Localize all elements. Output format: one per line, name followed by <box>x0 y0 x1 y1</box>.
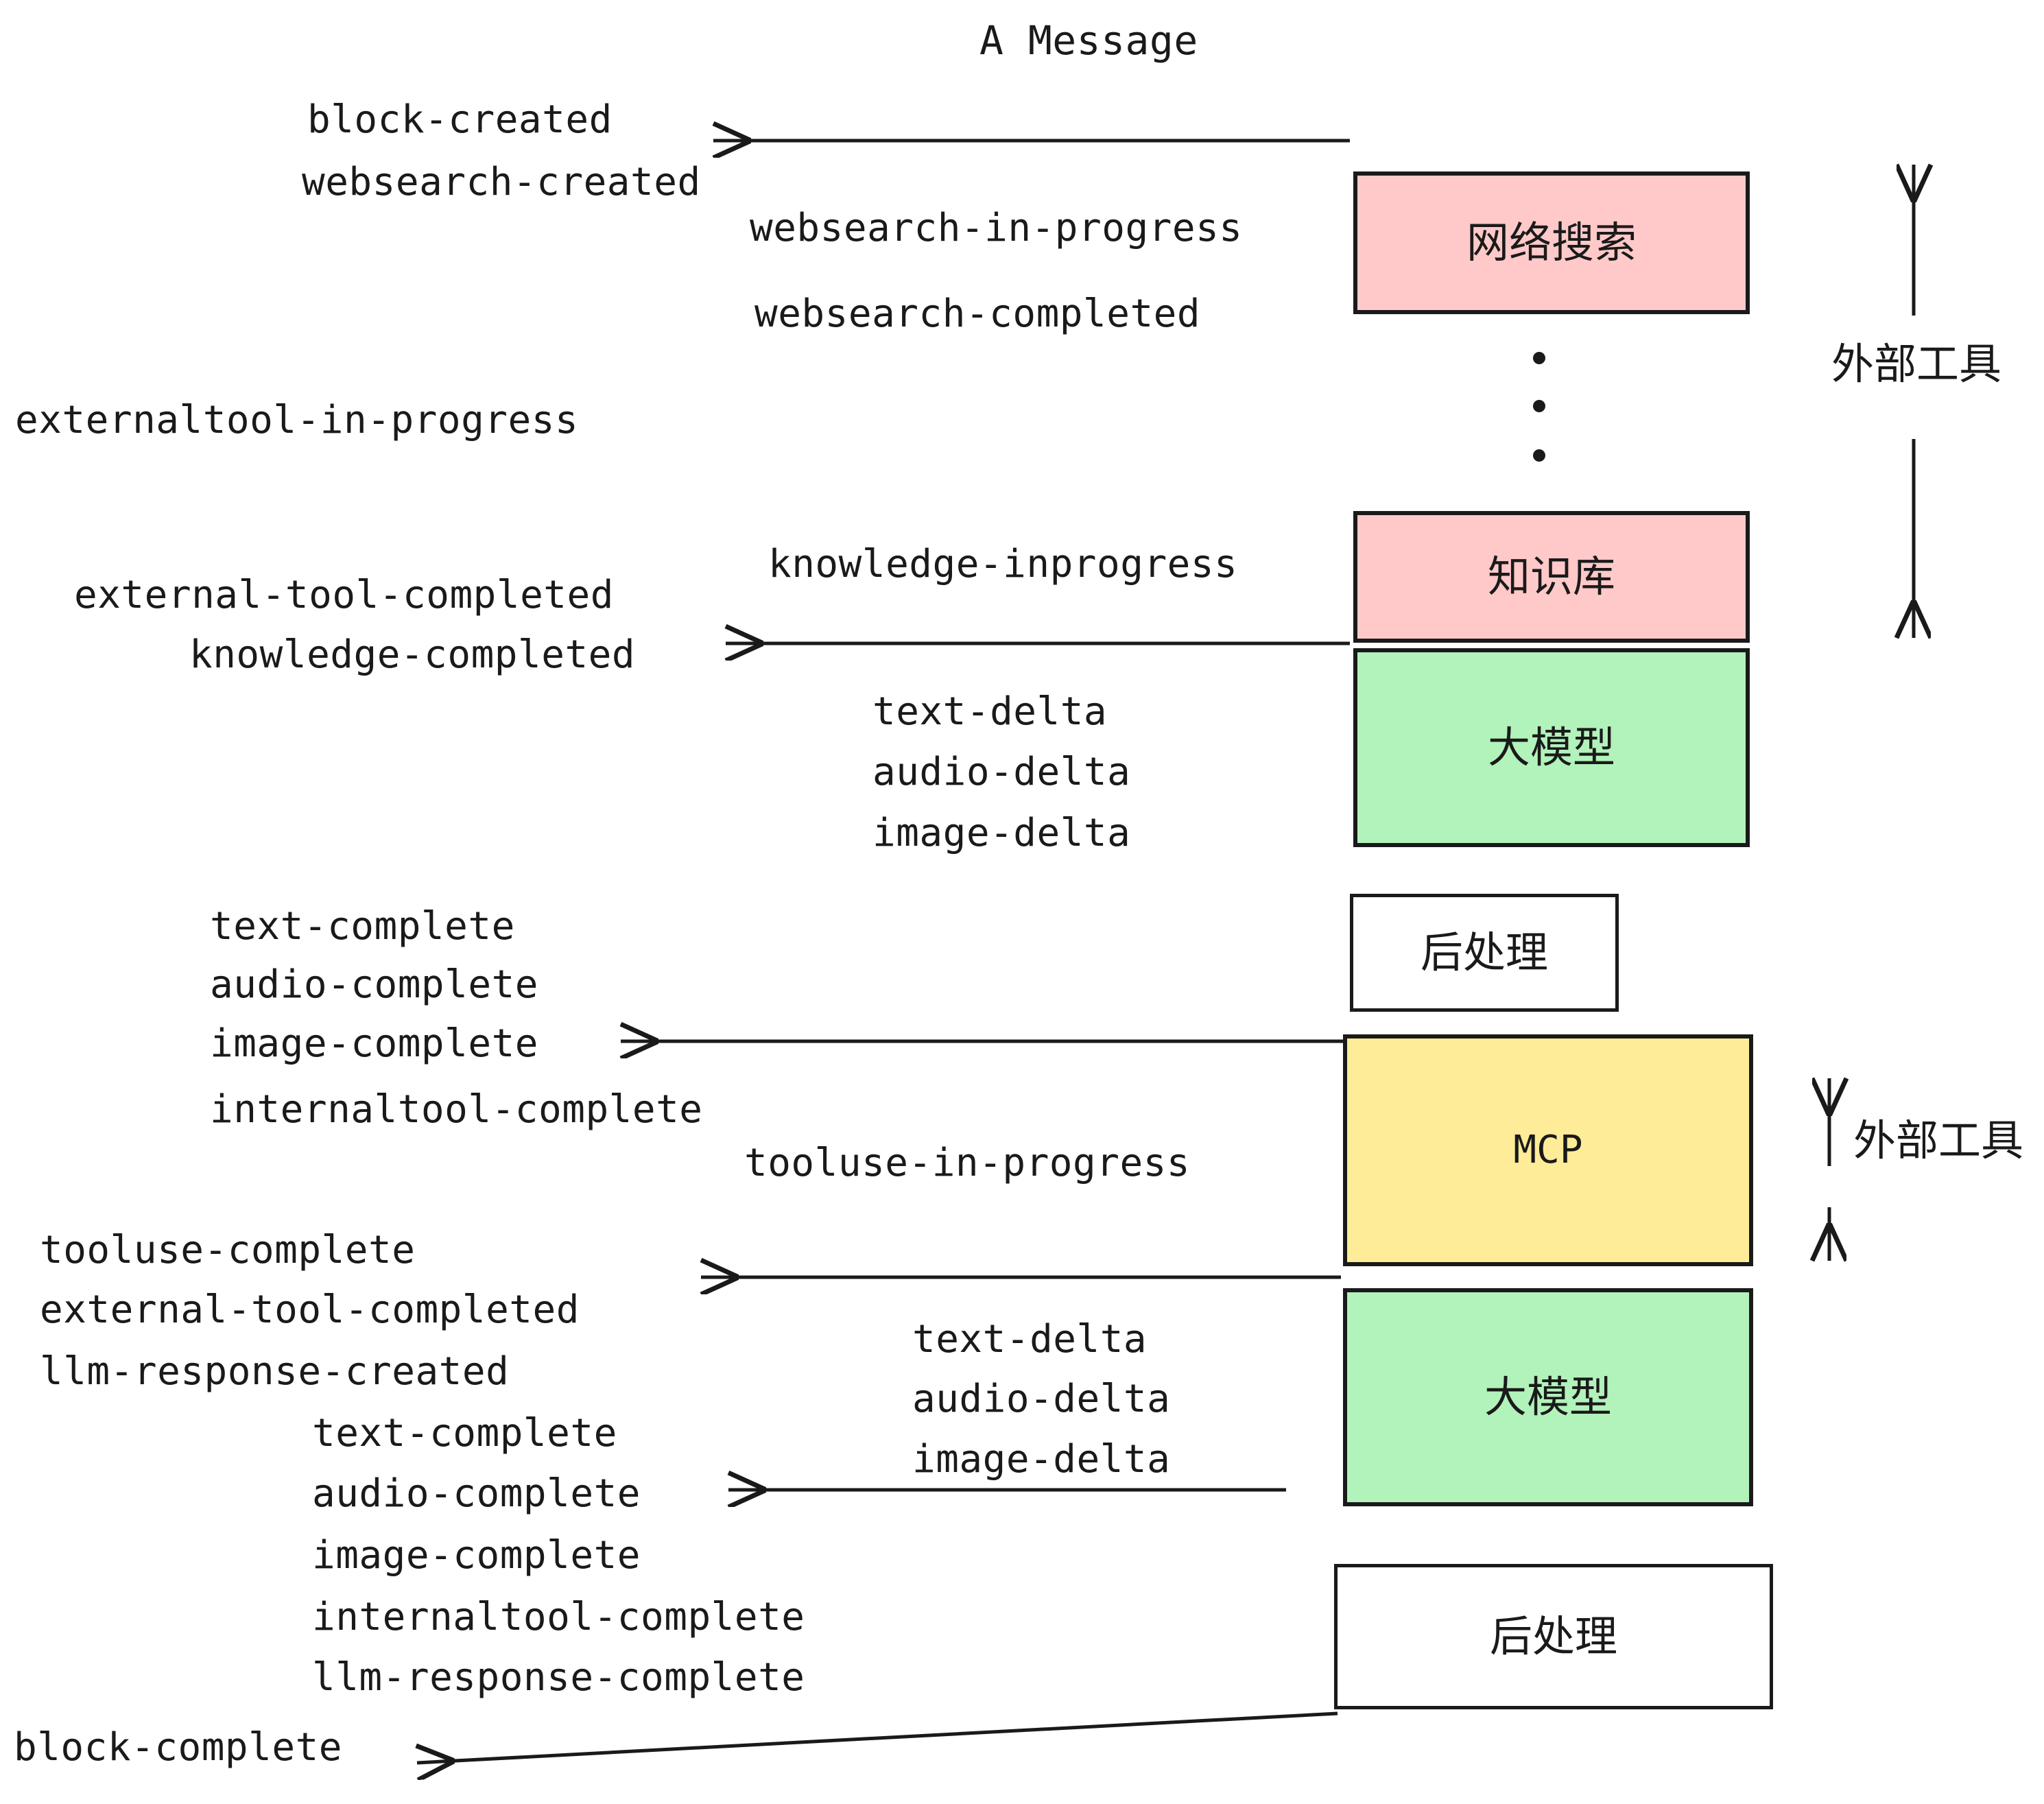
event-knowledge-completed: knowledge-completed <box>189 632 636 677</box>
event-text-complete-2: text-complete <box>312 1411 617 1456</box>
ellipsis-dot-1 <box>1533 352 1545 364</box>
event-audio-complete-2: audio-complete <box>312 1471 641 1516</box>
event-audio-delta-1: audio-delta <box>872 750 1131 794</box>
event-llm-response-complete: llm-response-complete <box>312 1655 805 1700</box>
event-block-complete: block-complete <box>14 1725 343 1770</box>
event-image-delta-1: image-delta <box>872 811 1131 855</box>
event-websearch-in-progress: websearch-in-progress <box>750 206 1243 250</box>
arrow-post2-to-block-complete <box>417 1711 1338 1763</box>
event-image-delta-2: image-delta <box>912 1437 1171 1482</box>
box-websearch-label: 网络搜索 <box>1466 217 1637 268</box>
event-image-complete-1: image-complete <box>210 1021 539 1066</box>
event-knowledge-inprogress: knowledge-inprogress <box>768 542 1238 586</box>
event-text-delta-1: text-delta <box>872 689 1108 734</box>
event-internaltool-complete-1: internaltool-complete <box>210 1087 703 1132</box>
event-audio-complete-1: audio-complete <box>210 962 539 1007</box>
event-external-tool-completed-2: external-tool-completed <box>40 1287 580 1332</box>
side-label-external-tools-top: 外部工具 <box>1831 339 2002 389</box>
box-mcp-label: MCP <box>1513 1128 1583 1172</box>
event-image-complete-2: image-complete <box>312 1533 641 1578</box>
event-text-complete-1: text-complete <box>210 904 515 949</box>
box-knowledge[interactable]: 知识库 <box>1353 511 1750 643</box>
box-postprocess-1[interactable]: 后处理 <box>1350 894 1619 1012</box>
event-block-created: block-created <box>307 97 613 142</box>
event-websearch-completed: websearch-completed <box>754 292 1201 336</box>
event-tooluse-in-progress: tooluse-in-progress <box>744 1141 1191 1185</box>
ellipsis-dot-3 <box>1533 449 1545 462</box>
event-audio-delta-2: audio-delta <box>912 1377 1171 1421</box>
box-websearch[interactable]: 网络搜索 <box>1353 171 1750 314</box>
box-postprocess-2-label: 后处理 <box>1489 1611 1617 1661</box>
box-postprocess-1-label: 后处理 <box>1420 927 1548 977</box>
box-mcp[interactable]: MCP <box>1343 1034 1753 1266</box>
event-internaltool-complete-2: internaltool-complete <box>312 1595 805 1639</box>
side-label-external-tools-bottom: 外部工具 <box>1853 1115 2024 1165</box>
ellipsis-dot-2 <box>1533 400 1545 412</box>
box-llm-1[interactable]: 大模型 <box>1353 648 1750 847</box>
event-llm-response-created: llm-response-created <box>40 1349 510 1394</box>
page-title: A Message <box>979 17 1198 64</box>
box-llm-1-label: 大模型 <box>1487 722 1615 772</box>
box-llm-2-label: 大模型 <box>1484 1372 1612 1422</box>
box-knowledge-label: 知识库 <box>1487 551 1615 602</box>
box-llm-2[interactable]: 大模型 <box>1343 1288 1753 1506</box>
box-postprocess-2[interactable]: 后处理 <box>1334 1564 1773 1709</box>
event-tooluse-complete: tooluse-complete <box>40 1228 416 1272</box>
event-websearch-created: websearch-created <box>302 160 701 204</box>
event-externaltool-in-progress: externaltool-in-progress <box>15 398 579 442</box>
event-text-delta-2: text-delta <box>912 1317 1148 1362</box>
event-external-tool-completed-1: external-tool-completed <box>74 573 614 617</box>
